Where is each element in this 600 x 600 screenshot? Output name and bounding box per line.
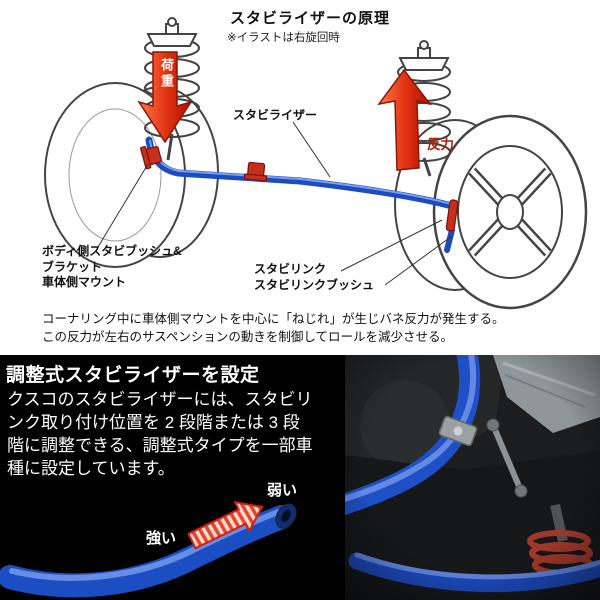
reaction-arrow-icon — [377, 68, 432, 171]
panel-body-line1: クスコのスタビライザーには、スタビリ — [7, 390, 313, 409]
body-mount-label: ボディ側スタビブッシュ& ブラケット 車体側マウント — [42, 244, 182, 291]
body-mount-label-line3: 車体側マウント — [42, 275, 127, 289]
installed-stabilizer-photo-art — [345, 355, 600, 600]
weak-setting-label: 弱い — [267, 482, 298, 499]
stabilizer-link-label: スタビリンク スタビリンクブッシュ — [254, 262, 374, 293]
principle-diagram-artwork — [44, 17, 588, 310]
diagram-caption-line1: コーナリング中に車体側マウントを中心に「ねじれ」が生じバネ反力が発生する。 — [42, 312, 505, 326]
mid-mount-bracket — [243, 161, 268, 182]
panel-body-line3: 階に調整できる、調整式タイプを一部車 — [7, 436, 313, 455]
stabilizer-link — [444, 199, 459, 253]
diagram-title: スタビライザーの原理 — [230, 10, 391, 27]
stabilizer-link-label-line1: スタビリンク — [254, 262, 327, 276]
reaction-arrow-label: 反力 — [427, 137, 454, 152]
body-mount-label-line2: ブラケット — [42, 259, 103, 274]
right-wheel-illustration — [394, 114, 588, 310]
strong-setting-label: 強い — [146, 530, 177, 547]
diagram-note: ※イラストは右旋回時 — [227, 32, 340, 44]
panel-body-line4: 種に設定しています。 — [7, 459, 175, 478]
panel-title: 調整式スタビライザーを設定 — [6, 365, 260, 386]
panel-body-text: クスコのスタビライザーには、スタビリ ンク取り付け位置を 2 段階または 3 段… — [7, 388, 313, 480]
adjustable-text-panel: 調整式スタビライザーを設定 クスコのスタビライザーには、スタビリ ンク取り付け位… — [0, 355, 345, 600]
leader-lines — [97, 121, 453, 286]
load-arrow-label: 荷重 — [159, 58, 174, 90]
adjust-bar-illustration — [0, 500, 297, 598]
load-arrow-icon — [137, 51, 193, 144]
stabilizer-link-label-line2: スタビリンクブッシュ — [254, 277, 375, 292]
installed-stabilizer-photo — [345, 355, 600, 600]
adjust-arrow-icon — [187, 500, 264, 550]
body-mount-label-line1: ボディ側スタビブッシュ& — [42, 244, 182, 258]
diagram-caption-line2: この反力が左右のサスペンションの動きを制御してロールを減少させる。 — [42, 330, 454, 344]
adjustable-stabilizer-section: 調整式スタビライザーを設定 クスコのスタビライザーには、スタビリ ンク取り付け位… — [0, 355, 600, 600]
tube-end-cap — [275, 503, 297, 529]
right-strut-spring — [397, 40, 451, 177]
stabilizer-label: スタビライザー — [233, 108, 318, 122]
panel-body-line2: ンク取り付け位置を 2 段階または 3 段 — [7, 413, 300, 432]
principle-diagram-section: スタビライザーの原理 ※イラストは右旋回時 荷重 スタビライザー 反力 ボディ側… — [42, 10, 588, 344]
body-mount-bracket — [140, 146, 162, 170]
